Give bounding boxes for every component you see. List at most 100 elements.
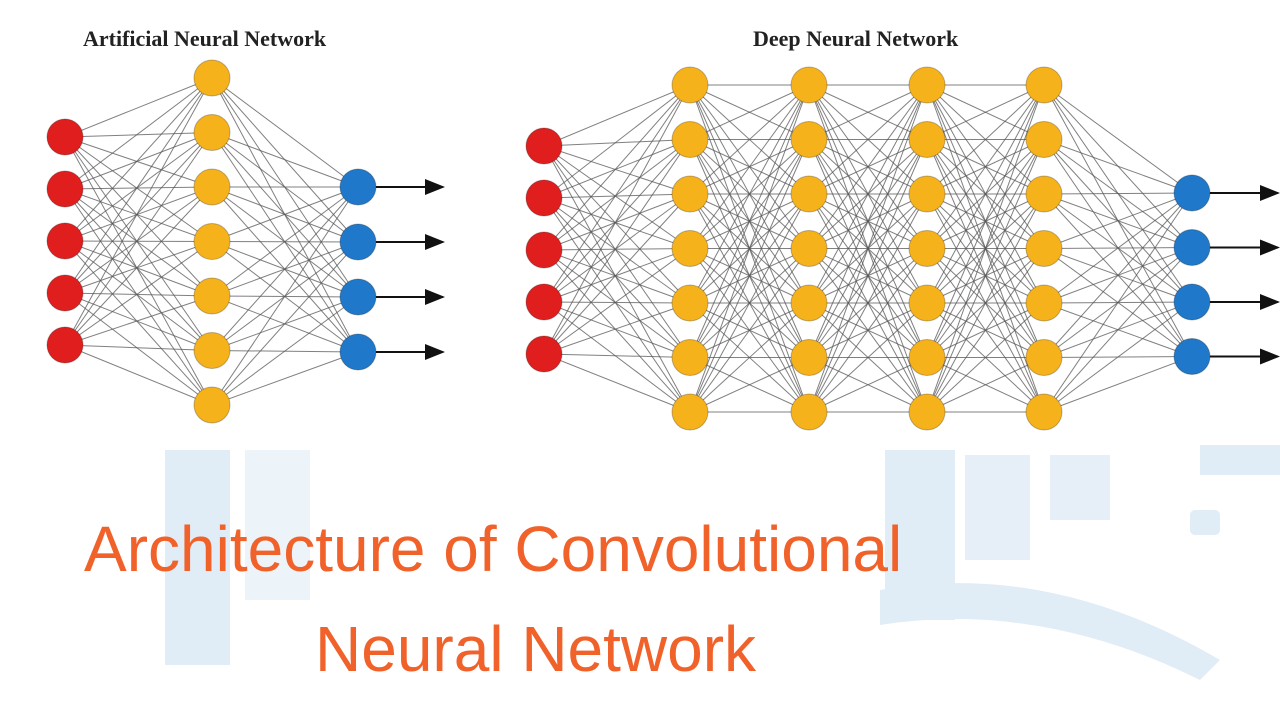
connection-line	[64, 132, 213, 242]
connection-line	[689, 193, 810, 413]
connection-line	[543, 197, 691, 413]
connection-line	[926, 84, 1045, 413]
hidden-node	[1025, 339, 1063, 376]
connection-line	[64, 77, 213, 138]
connection-line	[808, 84, 928, 358]
connection-line	[64, 136, 213, 188]
connection-line	[808, 84, 928, 304]
connection-line	[926, 84, 1045, 249]
connection-line	[1043, 356, 1193, 413]
hidden-node	[1025, 230, 1063, 267]
connection-line	[926, 302, 1045, 413]
hidden-node	[193, 332, 231, 369]
output-node	[339, 223, 377, 261]
connection-line	[543, 193, 691, 303]
connection-line	[543, 84, 691, 303]
connection-line	[64, 132, 213, 190]
connection-line	[64, 240, 213, 297]
hidden-node	[790, 339, 828, 376]
connection-line	[689, 84, 810, 195]
connection-line	[64, 188, 213, 351]
input-node	[525, 283, 563, 321]
connection-line	[926, 84, 1045, 358]
connection-line	[543, 139, 691, 355]
connection-line	[689, 84, 810, 140]
connection-line	[543, 301, 691, 358]
connection-line	[64, 344, 213, 351]
connection-line	[1043, 192, 1193, 413]
connection-line	[1043, 84, 1193, 194]
connection-line	[64, 240, 213, 351]
connection-line	[211, 132, 359, 188]
hidden-node	[671, 339, 709, 376]
connection-line	[543, 353, 691, 358]
connection-line	[64, 186, 213, 346]
connection-line	[64, 241, 213, 294]
connection-line	[926, 193, 1045, 413]
input-node	[46, 170, 84, 208]
connection-line	[926, 139, 1045, 413]
connection-line	[64, 132, 213, 346]
hidden-node	[671, 230, 709, 267]
connection-line	[808, 139, 928, 413]
connection-line	[64, 132, 213, 294]
connection-line	[808, 84, 928, 249]
input-node	[46, 274, 84, 312]
connection-line	[543, 145, 691, 304]
connection-line	[543, 249, 691, 413]
hidden-node	[790, 121, 828, 158]
connection-line	[689, 84, 810, 249]
input-node	[46, 118, 84, 156]
connection-line	[543, 197, 691, 249]
connection-line	[64, 188, 213, 406]
hidden-node	[790, 66, 828, 104]
hidden-node	[1025, 175, 1063, 213]
connection-line	[1043, 192, 1193, 304]
connection-line	[808, 84, 928, 140]
connection-line	[64, 136, 213, 351]
connection-line	[1043, 139, 1193, 194]
hidden-node	[908, 66, 946, 104]
connection-line	[64, 188, 213, 297]
connection-line	[543, 197, 691, 304]
connection-line	[64, 77, 213, 190]
connection-line	[689, 84, 810, 304]
connection-line	[1043, 192, 1193, 358]
hidden-node	[1025, 66, 1063, 104]
hidden-node	[1025, 393, 1063, 431]
connection-line	[543, 248, 691, 355]
hidden-node	[790, 393, 828, 431]
input-node	[525, 127, 563, 165]
connection-line	[64, 344, 213, 406]
connection-line	[64, 240, 213, 406]
connection-line	[211, 186, 359, 242]
output-node	[339, 333, 377, 371]
output-node	[1173, 229, 1211, 266]
connection-line	[64, 188, 213, 242]
connection-line	[64, 292, 213, 297]
connection-line	[926, 84, 1045, 304]
hidden-node	[1025, 284, 1063, 322]
hidden-node	[671, 66, 709, 104]
dnn-network	[525, 66, 1280, 431]
input-node	[46, 326, 84, 364]
connection-lines	[64, 77, 359, 406]
connection-line	[64, 292, 213, 351]
caption-line-2: Neural Network	[315, 613, 757, 685]
hidden-node	[908, 230, 946, 267]
connection-line	[808, 302, 928, 413]
hidden-node	[671, 175, 709, 213]
hidden-node	[908, 121, 946, 158]
connection-line	[689, 302, 810, 413]
connection-line	[64, 186, 213, 190]
hidden-node	[671, 393, 709, 431]
output-node	[339, 278, 377, 316]
input-node	[525, 179, 563, 217]
connection-line	[689, 248, 810, 413]
connection-line	[808, 84, 928, 413]
connection-line	[64, 186, 213, 242]
connection-line	[543, 139, 691, 147]
connection-line	[64, 77, 213, 242]
